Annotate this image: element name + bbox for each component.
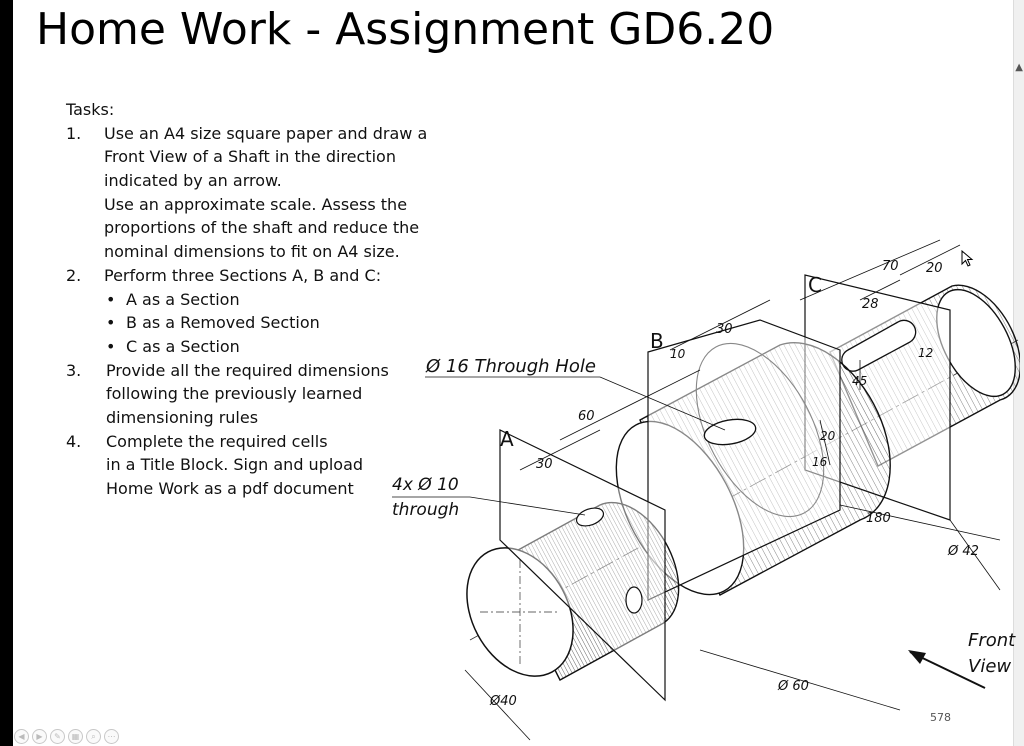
hole-label: Ø 16 Through Hole [425,356,596,377]
dimension-45: 45 [852,374,867,388]
dimension-70: 70 [882,259,899,274]
scroll-up-icon[interactable]: ▲ [1015,62,1023,73]
holes-label-line2: through [392,500,459,520]
dimension-dia60: Ø 60 [777,679,809,694]
task-line: in a Title Block. Sign and upload [106,455,364,475]
task-line: following the previously learned [106,384,363,404]
shaft-drawing: Ø 16 Through Hole 4x Ø 10 through A B C … [392,239,1020,741]
slides-grid-icon[interactable]: ▦ [68,729,83,744]
tasks-list: Tasks: 1. Use an A4 size square paper an… [66,98,446,501]
bullet-icon: • [106,336,116,356]
next-slide-icon[interactable]: ▶ [32,729,47,744]
pen-icon[interactable]: ✎ [50,729,65,744]
task-line: indicated by an arrow. [104,171,282,191]
keyway-slot [841,319,917,372]
task-line: nominal dimensions to fit on A4 size. [104,242,400,262]
task-bullet: C as a Section [126,336,240,356]
mouse-cursor-icon [961,250,974,267]
dimension-20: 20 [926,261,943,276]
task-line: Perform three Sections A, B and C: [104,265,382,285]
dimension-28: 28 [862,297,879,312]
dimension-20-mid: 20 [820,429,836,443]
page-number: 578 [930,711,951,724]
more-options-icon[interactable]: ⋯ [104,729,119,744]
dimension-10: 10 [670,347,686,361]
task-line: Home Work as a pdf document [106,479,354,498]
bullet-icon: • [106,313,116,333]
task-line: proportions of the shaft and reduce the [104,218,420,238]
through-hole-16 [703,418,757,446]
slideshow-controls: ◀ ▶ ✎ ▦ ⌕ ⋯ [14,729,119,745]
task-number: 3. [66,360,82,380]
slide-title: Home Work - Assignment GD6.20 [36,4,775,55]
task-line: Use an A4 size square paper and draw a [104,123,428,143]
task-number: 2. [66,265,82,285]
task-line: dimensioning rules [106,407,259,427]
dimension-30-top: 30 [716,322,733,337]
tasks-heading: Tasks: [66,100,115,119]
hole-10-a [575,507,605,527]
dimension-dia40: Ø40 [489,694,517,709]
dimension-12: 12 [918,346,933,360]
task-line: Complete the required cells [106,431,328,451]
previous-slide-icon[interactable]: ◀ [14,729,29,744]
dimension-dia42: Ø 42 [947,544,979,559]
task-line: Use an approximate scale. Assess the [104,194,408,214]
front-view-label-1: Front [968,630,1016,651]
hole-10-b [625,586,643,614]
section-label-b: B [650,329,664,353]
section-label-a: A [500,427,514,451]
task-number: 1. [66,123,82,143]
left-window-edge [0,0,13,746]
dimension-180: 180 [866,511,891,526]
front-view-label-2: View [968,656,1011,677]
dimension-16: 16 [812,455,828,469]
task-bullet: B as a Removed Section [126,313,320,333]
bullet-icon: • [106,289,116,309]
section-label-c: C [808,273,822,297]
dimension-30-left: 30 [536,457,553,472]
zoom-icon[interactable]: ⌕ [86,729,101,744]
task-bullet: A as a Section [126,289,240,309]
dimension-60: 60 [578,409,595,424]
section-plane-a [499,429,666,702]
task-line: Provide all the required dimensions [106,360,389,380]
task-number: 4. [66,431,82,451]
holes-label-line1: 4x Ø 10 [392,475,459,495]
task-line: Front View of a Shaft in the direction [104,147,396,167]
dimension-lines [464,239,1001,741]
